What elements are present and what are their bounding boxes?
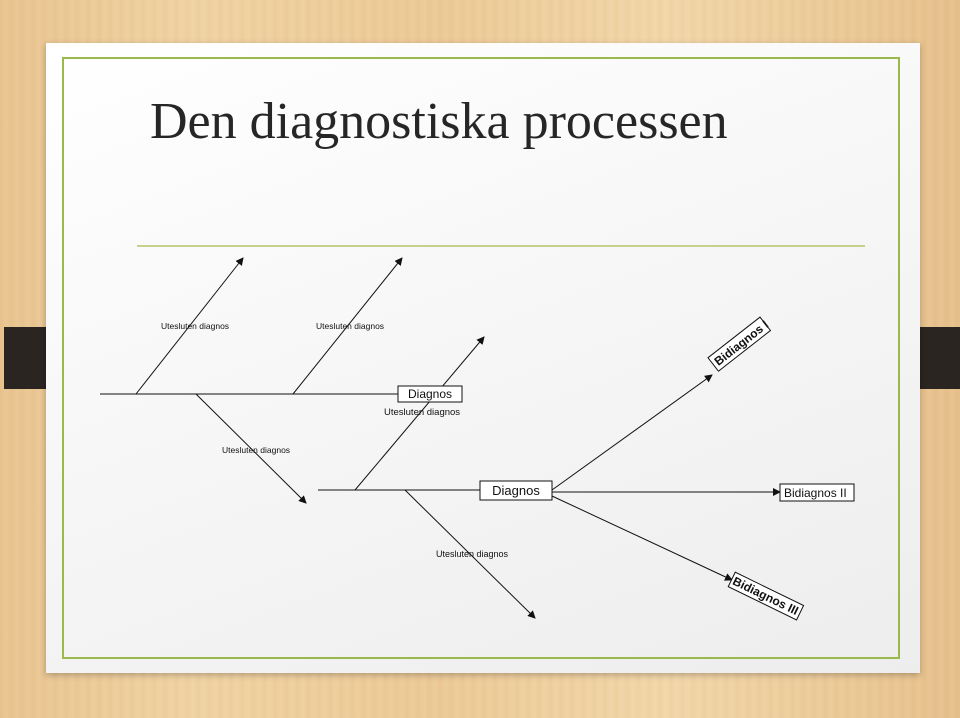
bidiagnos-2-label: Bidiagnos II: [784, 486, 847, 500]
upper-main-box: [397, 385, 463, 403]
bidiagnos-2-box: [779, 483, 855, 502]
bidiagnos-1-box: [707, 316, 772, 372]
lower-rib-1: [404, 489, 536, 619]
lower-main-label: Diagnos: [492, 483, 540, 498]
branch-bidiagnos-3: [551, 495, 733, 581]
slide-frame: [62, 57, 900, 659]
upper-main-label: Diagnos: [408, 387, 452, 401]
upper-excluded-label-2: Utesluten diagnos: [316, 321, 384, 331]
upper-excluded-label-1: Utesluten diagnos: [161, 321, 229, 331]
upper-rib-2: [292, 257, 403, 395]
upper-rib-3: [195, 393, 307, 504]
upper-excluded-label-4: Utesluten diagnos: [222, 445, 290, 455]
upper-excluded-label-3: Utesluten diagnos: [384, 407, 460, 418]
slide-title: Den diagnostiska processen: [150, 93, 728, 150]
title-rule: [137, 245, 865, 247]
bidiagnos-1-label: Bidiagnos I: [712, 318, 772, 369]
slide-paper: [46, 43, 920, 673]
upper-rib-4: [354, 336, 485, 491]
lower-excluded-label: Utesluten diagnos: [436, 549, 509, 559]
bidiagnos-3-label: Bidiagnos III: [730, 574, 800, 618]
bidiagnos-3-box: [727, 571, 805, 621]
branch-bidiagnos-1: [551, 374, 713, 491]
upper-rib-1: [135, 257, 244, 395]
lower-main-box: [479, 480, 553, 501]
